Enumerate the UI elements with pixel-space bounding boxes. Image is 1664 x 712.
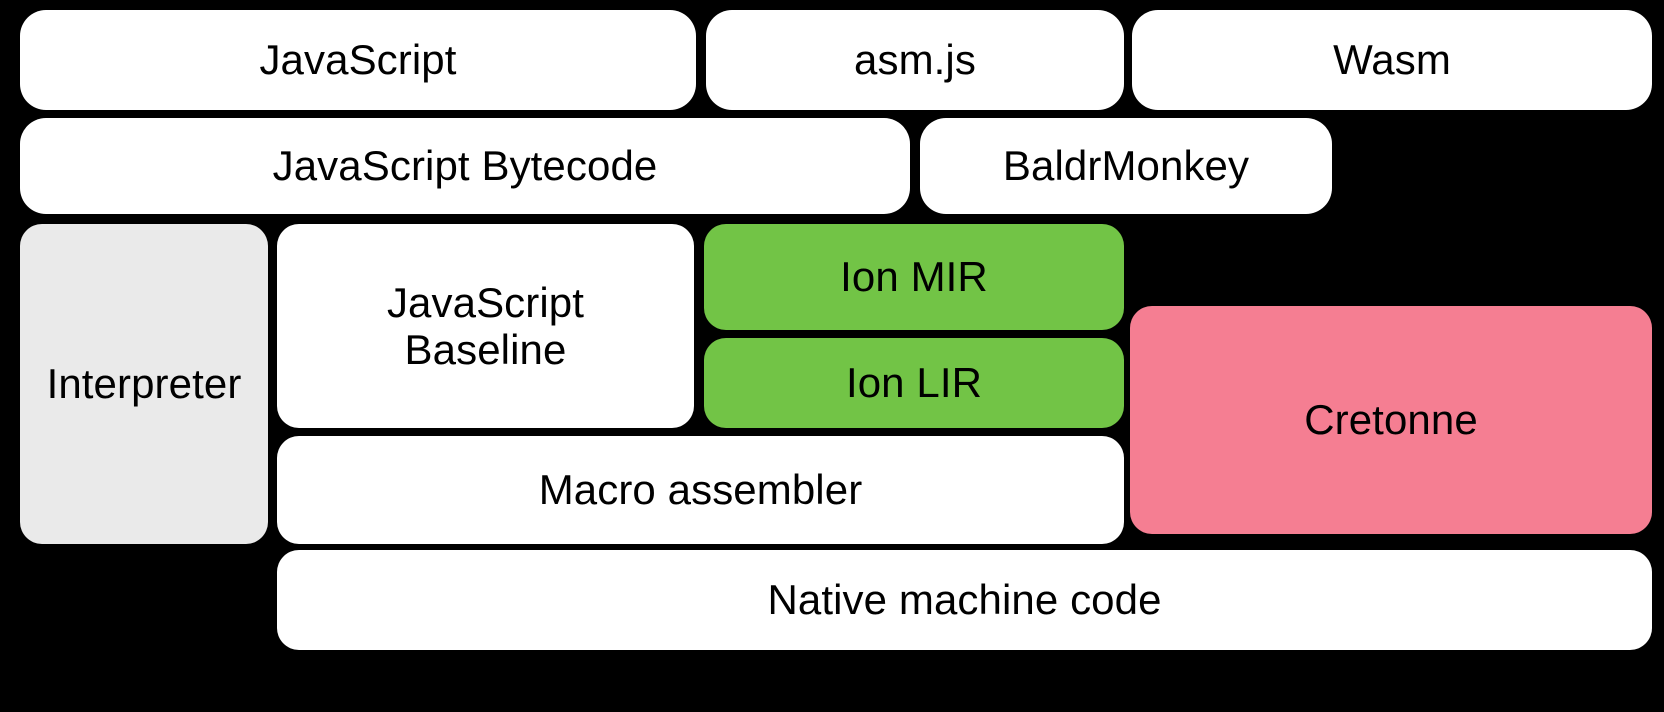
node-interpreter[interactable]: Interpreter (20, 224, 268, 544)
node-cretonne[interactable]: Cretonne (1130, 306, 1652, 534)
node-asmjs[interactable]: asm.js (706, 10, 1124, 110)
node-ion-lir[interactable]: Ion LIR (704, 338, 1124, 428)
node-javascript-baseline[interactable]: JavaScript Baseline (277, 224, 694, 428)
node-native-machine-code[interactable]: Native machine code (277, 550, 1652, 650)
node-macro-assembler[interactable]: Macro assembler (277, 436, 1124, 544)
node-wasm[interactable]: Wasm (1132, 10, 1652, 110)
node-ion-mir[interactable]: Ion MIR (704, 224, 1124, 330)
node-javascript[interactable]: JavaScript (20, 10, 696, 110)
node-baldrmonkey[interactable]: BaldrMonkey (920, 118, 1332, 214)
node-javascript-bytecode[interactable]: JavaScript Bytecode (20, 118, 910, 214)
